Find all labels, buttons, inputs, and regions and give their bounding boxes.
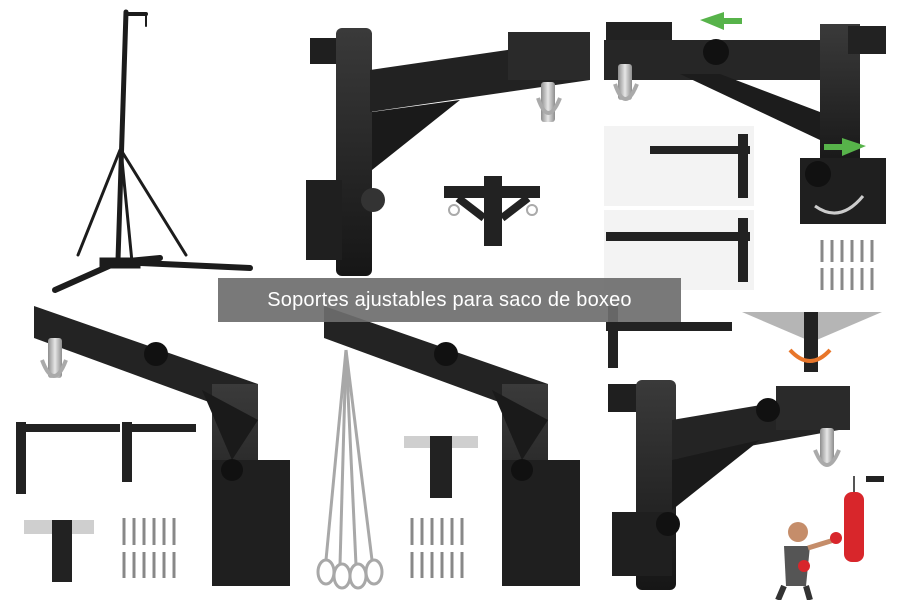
adjustable-wall-bracket: [604, 12, 886, 372]
wall-bracket-closeup: [306, 28, 590, 276]
bracket-with-boxer: [608, 380, 884, 602]
bracket-with-chain: [316, 306, 580, 590]
caption-banner: Soportes ajustables para saco de boxeo: [218, 278, 681, 322]
freestanding-bag-stand: [52, 9, 253, 293]
bracket-bottom-left: [16, 306, 290, 586]
